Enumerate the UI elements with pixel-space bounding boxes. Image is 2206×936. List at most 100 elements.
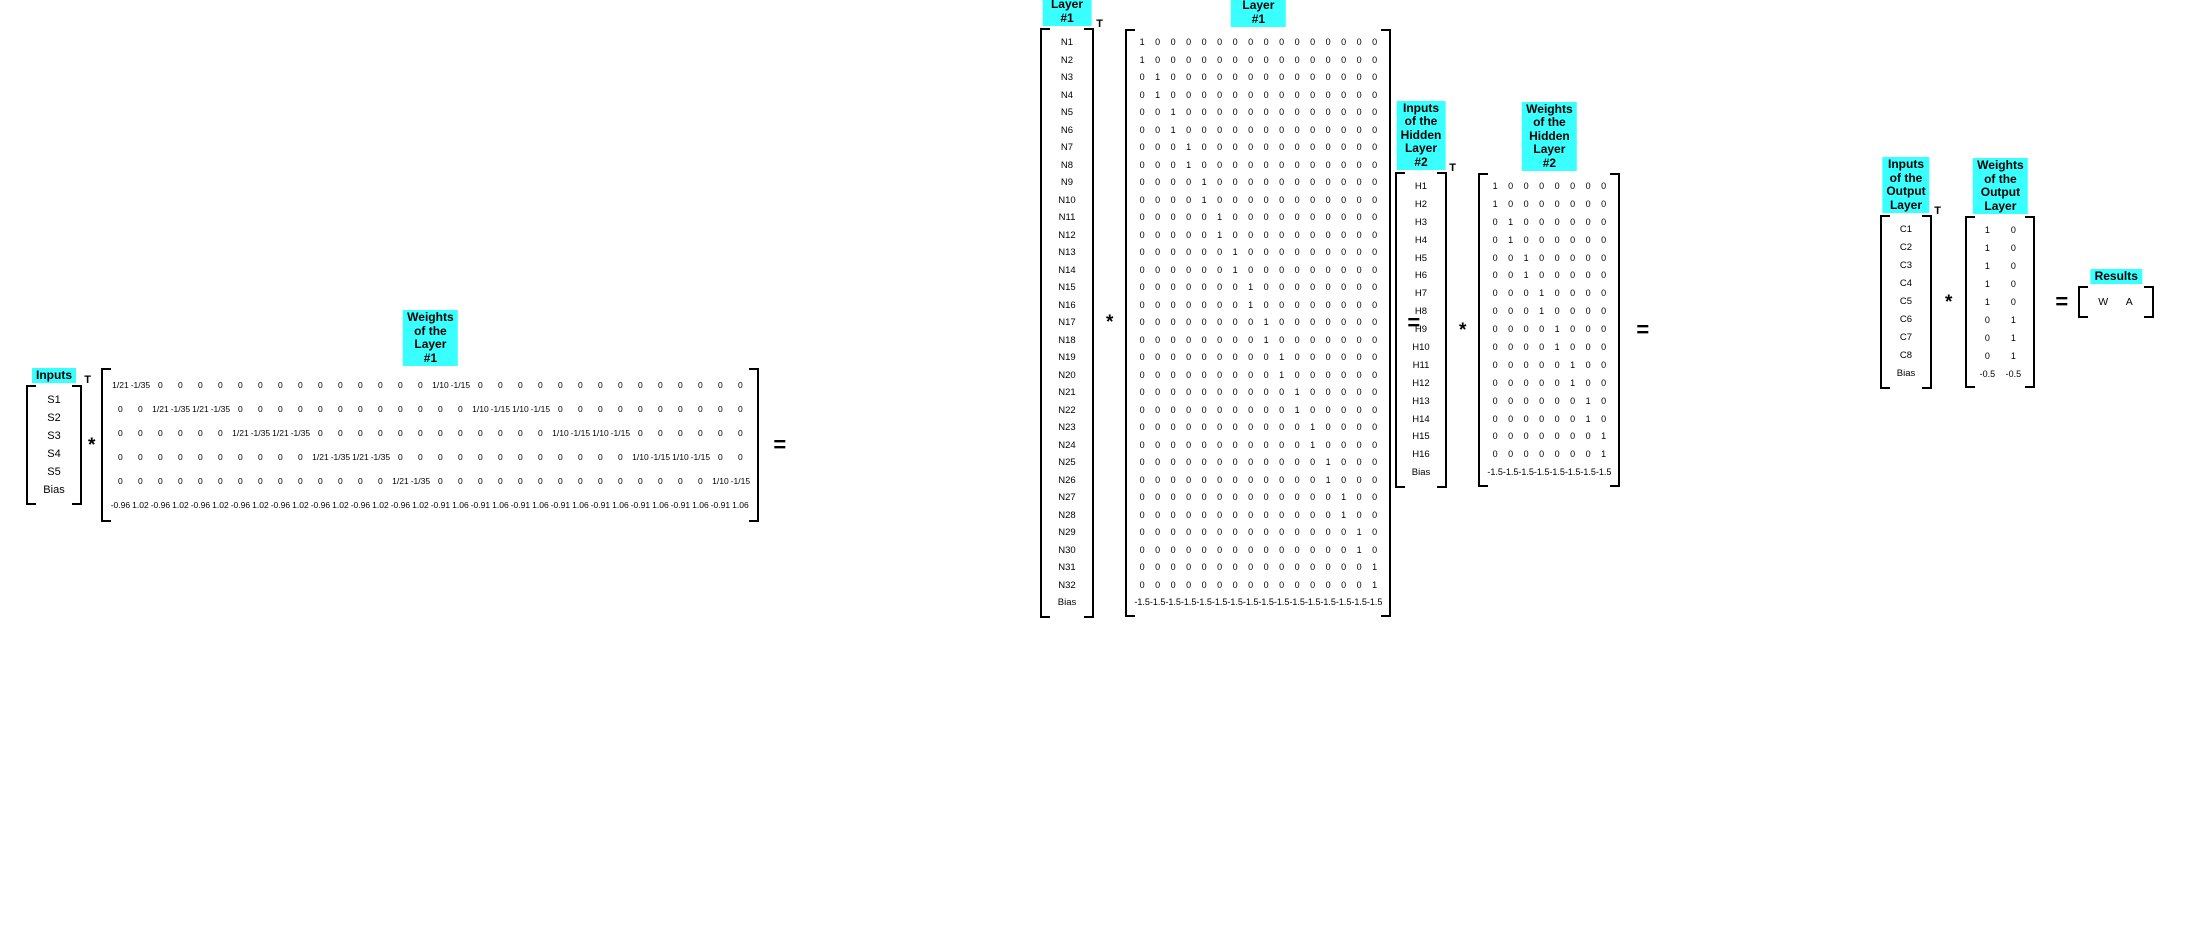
matrix-cell: 0 [1232, 334, 1238, 345]
matrix-cell: 0 [1248, 89, 1254, 100]
matrix-cell: 1.06 [692, 500, 709, 510]
matrix-cell: 0 [1570, 198, 1576, 209]
matrix-cell: 0 [1155, 527, 1161, 537]
matrix-cell: 0 [478, 380, 483, 390]
vector-cell: N1 [1060, 37, 1074, 48]
matrix-cell: 0 [1263, 37, 1269, 47]
matrix-cell: 0 [238, 476, 243, 486]
matrix-cell: 0 [1186, 247, 1192, 257]
matrix-cell: -1/35 [130, 380, 151, 390]
matrix-cell: 0 [1523, 288, 1529, 299]
matrix-cell: 0 [1356, 264, 1362, 275]
matrix-cell: 0 [1139, 194, 1145, 205]
vector-row: H8 [1407, 303, 1435, 321]
matrix-cell: 0 [1217, 142, 1223, 152]
matrix-cell: 0 [1170, 579, 1176, 590]
matrix-cell: 0 [1294, 142, 1300, 152]
matrix-cell: 1.06 [612, 500, 629, 510]
matrix-cell: 0 [138, 404, 143, 414]
matrix-cell: 0 [718, 380, 723, 390]
matrix-cell: 0 [1279, 317, 1285, 327]
matrix-cell: 0 [1186, 352, 1192, 362]
matrix-cell: 0 [1279, 509, 1285, 520]
matrix-cell: 0 [1341, 562, 1347, 572]
matrix-cell: 0 [1356, 562, 1362, 572]
matrix-cell: 0 [1310, 299, 1316, 310]
vector-row: C1 [1892, 221, 1920, 239]
vector-cell: N22 [1058, 404, 1076, 416]
matrix-cell: -1.5 [1227, 597, 1243, 607]
matrix-cell: 0 [1523, 216, 1529, 227]
matrix-cell: 0 [1139, 299, 1145, 310]
matrix-cell: 0 [1508, 288, 1514, 299]
matrix-cell: -0.91 [670, 500, 691, 510]
matrix-cell: 0 [1217, 159, 1223, 170]
matrix-cell: 0 [1601, 306, 1607, 317]
matrix-cell: 0 [1508, 252, 1514, 263]
matrix-cell: 0 [1325, 142, 1331, 152]
matrix-cell: 0 [1201, 317, 1207, 327]
matrix-cell: 0 [1263, 527, 1269, 537]
matrix-cell: 0 [1217, 247, 1223, 257]
matrix-cell: 0 [1372, 527, 1378, 537]
matrix-cell: 0 [1601, 198, 1607, 209]
matrix-cell: 0 [1232, 107, 1238, 117]
matrix-cell: 0 [1294, 177, 1300, 187]
vector-row: N11 [1052, 209, 1082, 227]
matrix-cell: 0 [1155, 37, 1161, 47]
vector-cell: N27 [1058, 492, 1076, 503]
matrix-cell: 1.02 [292, 500, 309, 510]
matrix-cell: 0 [658, 476, 663, 486]
vector-row: H2 [1407, 196, 1435, 214]
matrix-cell: 0 [238, 404, 243, 414]
matrix-cell: 0 [1186, 457, 1192, 467]
matrix-cell: 0 [1325, 159, 1331, 170]
matrix-cell: 0 [1310, 264, 1316, 275]
matrix-cell: 0 [1155, 439, 1161, 450]
matrix-cell: 0 [1325, 124, 1331, 135]
matrix-cell: 0 [1217, 404, 1223, 415]
matrix-cell: 1 [1186, 142, 1192, 152]
matrix-cell: 0 [1186, 527, 1192, 537]
matrix-cell: -0.5 [1979, 369, 1996, 379]
matrix-cell: 0 [1263, 387, 1269, 397]
stage2-group: Inputs of the Hidden Layer #1 N1N2N3N4N5… [1040, 0, 1426, 618]
matrix-cell: 0 [1279, 544, 1285, 555]
matrix-cell: 0 [1570, 252, 1576, 263]
matrix-cell: 0 [1554, 449, 1560, 460]
matrix-cell: 0 [1372, 229, 1378, 240]
matrix-cell: 0 [538, 380, 543, 390]
matrix-cell: 0 [298, 452, 303, 462]
matrix-row: -1.5-1.5-1.5-1.5-1.5-1.5-1.5-1.5 [1487, 464, 1611, 482]
matrix-cell: 0 [1186, 89, 1192, 100]
matrix-cell: 0 [118, 404, 123, 414]
matrix-cell: 0 [1294, 474, 1300, 485]
matrix-cell: -1/35 [370, 452, 391, 462]
matrix-cell: 0 [598, 476, 603, 486]
matrix-cell: -1.5 [1580, 467, 1596, 478]
matrix-cell: 0 [1186, 422, 1192, 432]
matrix-cell: 0 [1170, 369, 1176, 380]
matrix-cell: 0 [1279, 72, 1285, 82]
matrix-cell: 0 [1294, 579, 1300, 590]
matrix-cell: 0 [718, 404, 723, 414]
matrix-cell: 0 [1155, 194, 1161, 205]
matrix-cell: 0 [1554, 395, 1560, 406]
matrix-cell: 0 [1310, 159, 1316, 170]
matrix-cell: 0 [1263, 579, 1269, 590]
matrix-cell: 0 [478, 428, 483, 438]
matrix-cell: 1/21 [392, 476, 409, 486]
matrix-cell: -0.96 [270, 500, 291, 510]
matrix-cell: 0 [298, 404, 303, 414]
matrix-cell: 0 [1325, 492, 1331, 502]
